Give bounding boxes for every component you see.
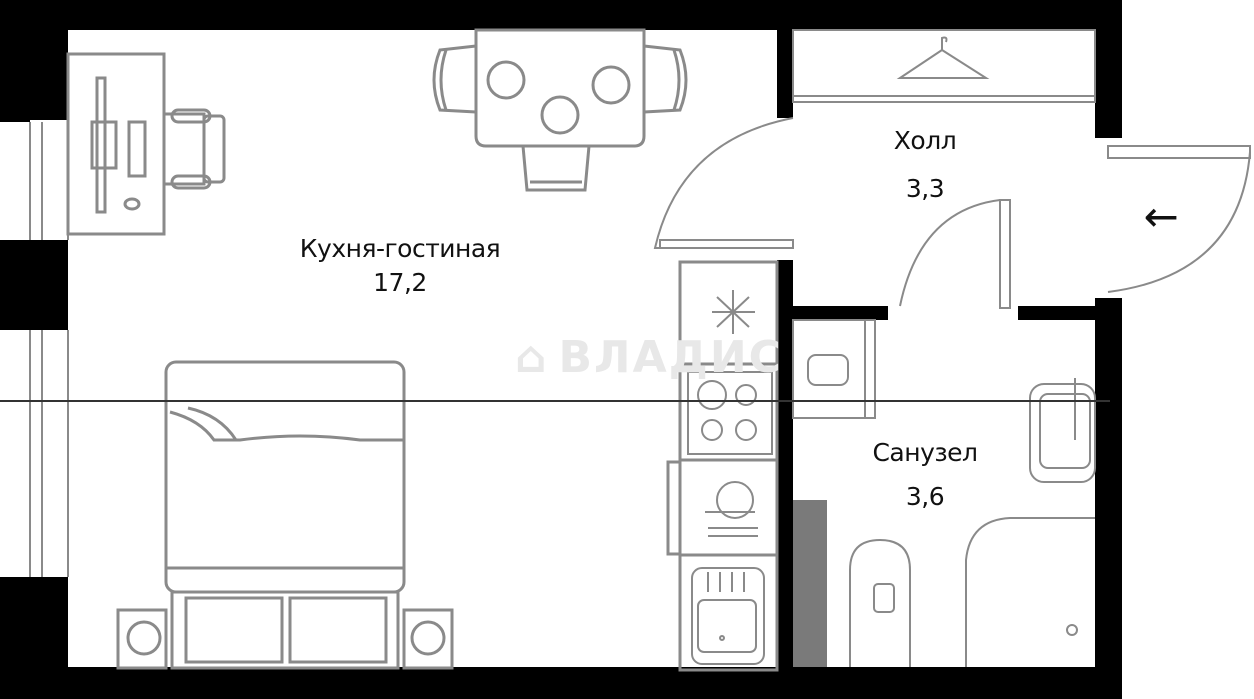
dishwasher-icon	[705, 481, 758, 537]
bath-sink-icon	[1029, 378, 1096, 483]
wardrobe-icon	[792, 29, 1096, 103]
kitchen-counter	[666, 260, 779, 672]
sink-icon	[691, 567, 765, 665]
watermark: ⌂ ВЛАДИС	[515, 332, 783, 383]
door-kitchen	[653, 117, 794, 249]
room-name: Санузел	[872, 438, 978, 467]
door-entrance	[1107, 145, 1251, 293]
room-area: 3,3	[905, 174, 945, 203]
room-area: 17,2	[373, 268, 427, 297]
house-icon: ⌂	[515, 332, 549, 383]
door-bathroom	[899, 199, 1011, 309]
desk-icon	[66, 52, 166, 236]
watermark-text: ВЛАДИС	[558, 332, 783, 383]
room-label-bathroom: Санузел 3,6	[845, 436, 1005, 514]
room-name: Кухня-гостиная	[299, 234, 501, 263]
window-left	[29, 120, 69, 577]
shower-icon	[965, 517, 1095, 667]
dining-table-icon	[432, 28, 688, 192]
fridge-icon	[712, 290, 755, 334]
room-area: 3,6	[905, 482, 945, 511]
room-label-hall: Холл 3,3	[860, 124, 990, 206]
toilet-icon	[849, 538, 911, 667]
room-label-kitchen-living: Кухня-гостиная 17,2	[260, 232, 540, 300]
bed-icon	[116, 360, 454, 670]
entrance-arrow-icon: ←	[1143, 192, 1179, 241]
stove-icon	[687, 371, 773, 455]
room-name: Холл	[893, 126, 957, 155]
washer-icon	[792, 319, 876, 419]
walls	[0, 0, 1122, 699]
armchair-icon	[164, 108, 226, 190]
shaft	[793, 500, 827, 667]
